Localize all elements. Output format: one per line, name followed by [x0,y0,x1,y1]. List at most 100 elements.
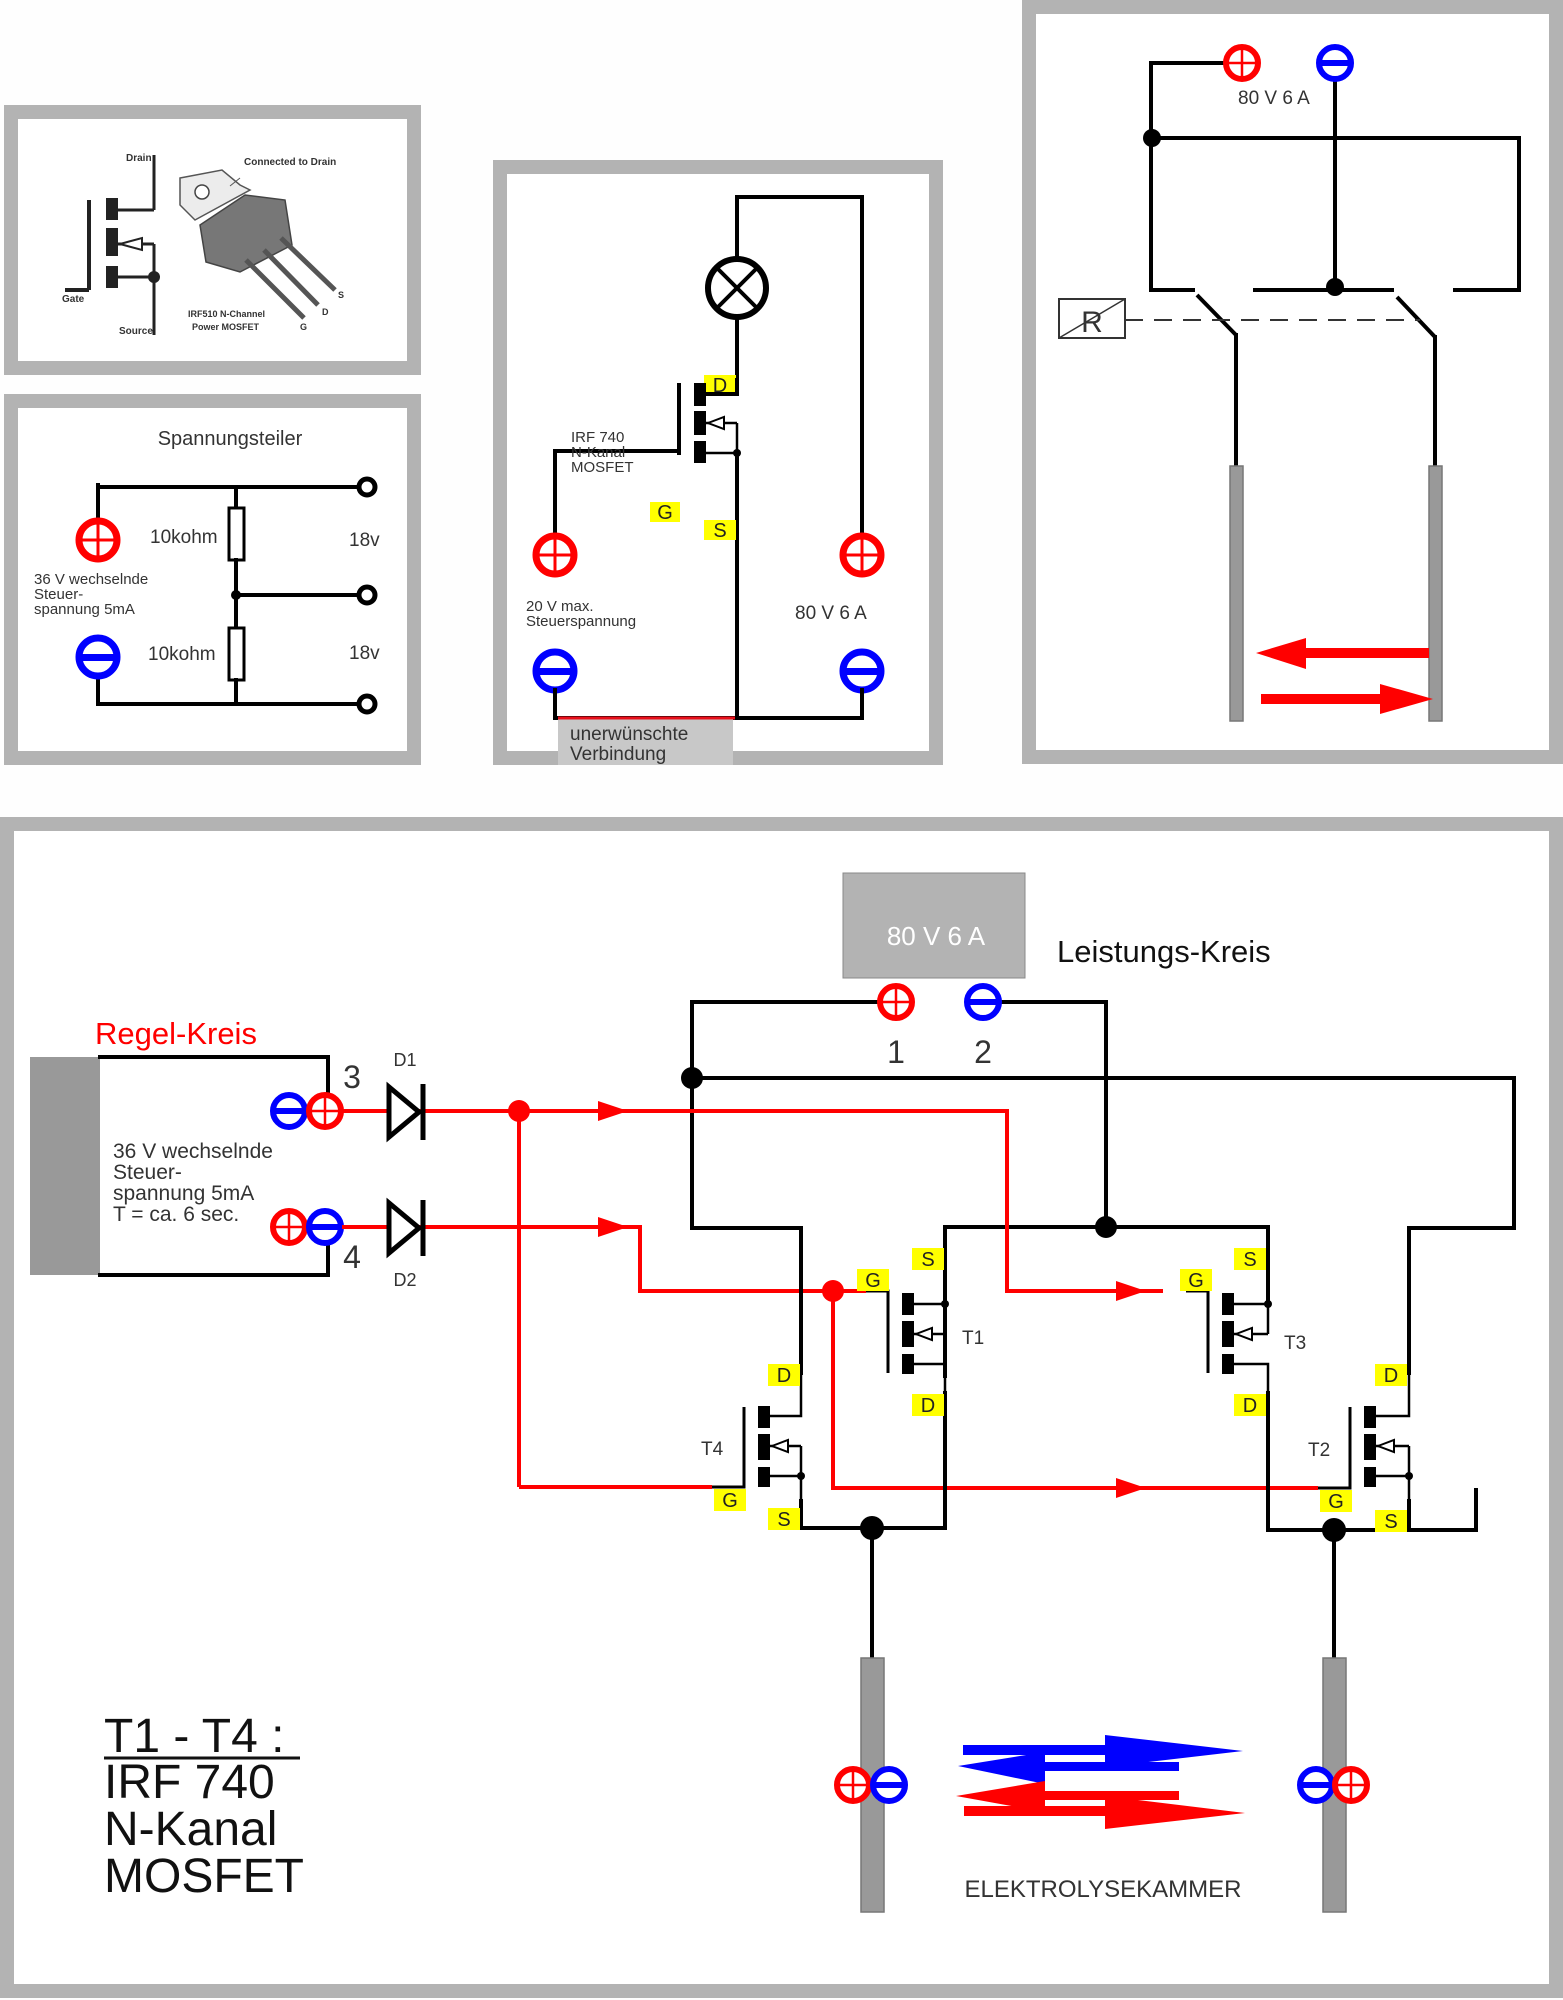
resistor-r2 [227,626,246,682]
minus-circle-icon [873,1769,905,1801]
terminal-3-label: 3 [343,1059,361,1095]
legend-line3: N-Kanal [104,1803,277,1856]
mosfet-t4 [712,1260,947,1662]
supply-box-label: 80 V 6 A [887,921,986,951]
supply-label: 80 V 6 A [795,603,867,624]
label-part-line1: IRF510 N-Channel [188,309,265,319]
plus-circle-icon [843,536,881,574]
relay-supply-label: 80 V 6 A [1238,88,1310,109]
flow-arrow [1116,1478,1146,1498]
source-label-line3: spannung 5mA [34,601,135,618]
diode-icon [386,1081,426,1143]
t3-label: T3 [1284,1333,1306,1354]
warning-line1: unerwünschte [570,724,688,745]
electrode-right [1428,465,1443,722]
minus-circle-icon [1319,47,1351,79]
t2-pin-g: G [1328,1491,1344,1513]
plus-circle-icon [1226,47,1258,79]
n-channel-mosfet-icon [677,378,741,463]
output-terminal-mid [356,584,378,606]
power-circuit-title: Leistungs-Kreis [1057,934,1271,969]
legend-line1: T1 - T4 : [104,1710,285,1763]
relay-label: R [1081,306,1103,339]
resistor-r2-label: 10kohm [148,644,216,665]
mosfet-symbol-datasheet [65,155,160,335]
pin-s-label: S [713,520,726,542]
control-line3: spannung 5mA [113,1182,254,1205]
legend-line4: MOSFET [104,1850,304,1903]
control-line4: T = ca. 6 sec. [113,1203,239,1226]
output-terminal-top [356,476,378,498]
t4-label: T4 [701,1439,724,1460]
diode-d1-label: D1 [393,1050,416,1070]
warning-box [558,719,733,765]
resistor-r1-label: 10kohm [150,527,218,548]
plus-circle-icon [880,986,912,1018]
warning-line2: Verbindung [570,744,666,765]
flow-arrow [598,1101,628,1121]
minus-circle-icon [273,1095,305,1127]
minus-circle-icon [309,1211,341,1243]
part-label-line1: IRF 740 [571,429,624,446]
label-part-line2: Power MOSFET [192,322,260,332]
mosfet-t2 [1318,1365,1413,1662]
t1-pin-d: D [921,1395,935,1417]
mosfet-t1 [866,1260,949,1530]
label-pin-s: S [338,290,344,300]
source-label-line2: Steuer- [34,586,83,603]
t1-pin-g: G [865,1270,881,1292]
lamp-cross-icon [705,256,769,320]
plus-circle-icon [536,536,574,574]
terminal-1-label: 1 [887,1034,905,1070]
relay-coil-icon [1058,298,1126,339]
label-source: Source [119,326,153,337]
plus-circle-icon [79,521,117,559]
flow-arrow [1116,1281,1146,1301]
chamber-label: ELEKTROLYSEKAMMER [965,1876,1242,1903]
label-gate: Gate [62,294,85,305]
pin-d-label: D [713,375,727,397]
minus-circle-icon [79,638,117,676]
plus-circle-icon [1335,1769,1367,1801]
panel-voltage-divider: Spannungsteiler 10kohm 10kohm 18v 18v 36… [4,394,421,765]
label-pin-d: D [322,307,329,317]
divider-title: Spannungsteiler [158,428,303,450]
t1-pin-s: S [921,1249,934,1271]
alternating-current-arrows [956,1735,1245,1829]
panel-single-mosfet: D G S IRF 740 N-Kanal MOSFET 20 V max. S… [493,160,943,765]
plus-circle-icon [309,1095,341,1127]
terminal-4-label: 4 [343,1239,361,1275]
label-pin-g: G [300,322,307,332]
part-label-line2: N-Kanal [571,444,625,461]
control-source-block [30,1057,100,1275]
plus-circle-icon [837,1769,869,1801]
t3-pin-g: G [1188,1270,1204,1292]
control-voltage-line1: 20 V max. [526,598,594,615]
minus-circle-icon [843,652,881,690]
resistor-r1 [227,506,246,562]
control-line2: Steuer- [113,1161,182,1184]
t1-label: T1 [962,1328,984,1349]
output-terminal-bottom [356,693,378,715]
diode-icon [386,1197,426,1259]
panel-datasheet: Drain Gate Source Connected to Drain IRF… [4,105,421,375]
supply-box [842,872,1026,979]
label-drain: Drain [126,153,152,164]
to247-package-illustration [179,169,337,320]
t3-pin-s: S [1243,1249,1256,1271]
legend-line2: IRF 740 [104,1756,275,1809]
minus-circle-icon [536,652,574,690]
label-connected-to-drain: Connected to Drain [244,157,336,168]
voltage-bottom-label: 18v [349,643,380,664]
minus-circle-icon [967,986,999,1018]
terminal-2-label: 2 [974,1034,992,1070]
t3-pin-d: D [1243,1395,1257,1417]
voltage-top-label: 18v [349,530,380,551]
source-label-line1: 36 V wechselnde [34,571,148,588]
t4-pin-d: D [777,1365,791,1387]
diode-d2-label: D2 [393,1270,416,1290]
current-arrow-left [1256,638,1429,669]
control-voltage-line2: Steuerspannung [526,613,636,630]
current-arrow-right [1261,684,1433,714]
